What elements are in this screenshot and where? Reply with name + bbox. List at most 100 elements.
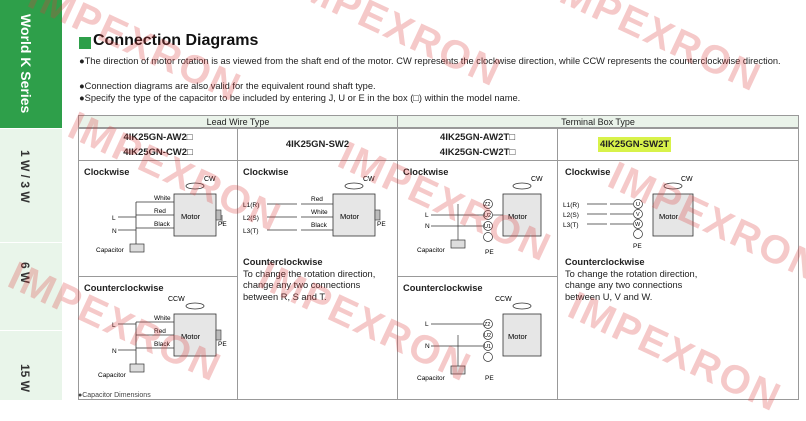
- pe-label: PE: [485, 249, 494, 256]
- wire-black-label: Black: [311, 222, 328, 229]
- divider: [397, 276, 558, 277]
- terminal-w: W: [635, 222, 641, 228]
- note-text: To change the rotation direction, change…: [243, 268, 376, 302]
- motor-label: Motor: [181, 212, 201, 221]
- model-name-highlighted: 4IK25GN-SW2T: [598, 137, 672, 152]
- note-text: To change the rotation direction, change…: [565, 268, 698, 302]
- pe-label: PE: [485, 375, 494, 382]
- terminal-N: N: [112, 228, 117, 235]
- terminal-L3: L3(T): [243, 228, 259, 235]
- diagram-aw2-ccw: CCW Motor White Red Black L N Capacitor …: [98, 296, 227, 379]
- motor-label: Motor: [508, 332, 528, 341]
- note-sw2t: Counterclockwise To change the rotation …: [565, 257, 715, 303]
- side-divider: [0, 128, 62, 129]
- motor-label: Motor: [340, 212, 360, 221]
- wire-black-label: Black: [154, 221, 171, 228]
- cw-mark: CW: [531, 176, 543, 183]
- bullet-3: ●Specify the type of the capacitor to be…: [79, 93, 521, 103]
- bullet-text: Specify the type of the capacitor to be …: [84, 93, 521, 103]
- terminal-L: L: [112, 215, 116, 222]
- bullet-2: ●Connection diagrams are also valid for …: [79, 81, 376, 91]
- terminal-L1: L1(R): [243, 202, 259, 209]
- motor-label: Motor: [181, 332, 201, 341]
- model-name: 4IK25GN-CW2□: [123, 146, 193, 158]
- series-tab[interactable]: World K Series: [0, 0, 62, 128]
- title-marker: [79, 37, 91, 49]
- diagram-aw2t-cw: CW Motor Z2 U2 U1 L N Capacitor PE: [417, 176, 543, 256]
- diagram-sw2: CW Motor L1(R) L2(S) L3(T) Red White Bla…: [243, 176, 386, 237]
- terminal-L: L: [112, 322, 116, 329]
- label-clockwise: Clockwise: [84, 167, 130, 177]
- terminal-u1: U1: [484, 344, 491, 350]
- model-header-sw2t: 4IK25GN-SW2T: [557, 128, 799, 161]
- diagram-sw2t: CW Motor L1(R) L2(S) L3(T) U V W PE: [563, 176, 694, 250]
- terminal-L: L: [425, 212, 429, 219]
- group-terminal-box: Terminal Box Type: [397, 115, 799, 128]
- side-divider: [0, 330, 62, 331]
- capacitor-label: Capacitor: [98, 372, 127, 379]
- tab-1w-3w[interactable]: 1 W / 3 W: [18, 150, 32, 203]
- terminal-L1: L1(R): [563, 202, 579, 209]
- terminal-u: U: [636, 202, 640, 208]
- terminal-L: L: [425, 321, 429, 328]
- terminal-z2: Z2: [484, 202, 490, 208]
- pe-label: PE: [633, 243, 642, 250]
- label-clockwise: Clockwise: [565, 167, 611, 177]
- note-title: Counterclockwise: [565, 257, 645, 267]
- wire-white-label: White: [311, 209, 328, 216]
- bullet-text: The direction of motor rotation is as vi…: [84, 56, 781, 66]
- terminal-N: N: [425, 343, 430, 350]
- cw-mark: CW: [204, 176, 216, 183]
- wire-white-label: White: [154, 195, 171, 202]
- terminal-N: N: [425, 223, 430, 230]
- label-counterclockwise: Counterclockwise: [84, 283, 164, 293]
- terminal-v: V: [636, 212, 640, 218]
- cw-mark: CW: [363, 176, 375, 183]
- ccw-mark: CCW: [495, 296, 512, 303]
- terminal-u2: U2: [484, 333, 491, 339]
- note-title: Counterclockwise: [243, 257, 323, 267]
- terminal-u1: U1: [484, 224, 491, 230]
- wire-red-label: Red: [154, 208, 166, 215]
- terminal-L3: L3(T): [563, 222, 579, 229]
- page-title: Connection Diagrams: [93, 32, 259, 49]
- terminal-L2: L2(S): [563, 212, 579, 219]
- pe-label: PE: [218, 221, 227, 228]
- tab-6w[interactable]: 6 W: [18, 262, 32, 284]
- terminal-L2: L2(S): [243, 215, 259, 222]
- tab-15w[interactable]: 15 W: [18, 364, 32, 393]
- group-lead-wire: Lead Wire Type: [78, 115, 398, 128]
- wire-red-label: Red: [311, 196, 323, 203]
- side-divider: [0, 242, 62, 243]
- label-clockwise: Clockwise: [243, 167, 289, 177]
- divider: [78, 276, 238, 277]
- pe-label: PE: [218, 341, 227, 348]
- cw-mark: CW: [681, 176, 693, 183]
- motor-label: Motor: [508, 212, 528, 221]
- label-clockwise: Clockwise: [403, 167, 449, 177]
- motor-label: Motor: [659, 212, 679, 221]
- terminal-u2: U2: [484, 213, 491, 219]
- note-sw2: Counterclockwise To change the rotation …: [243, 257, 393, 303]
- label-counterclockwise: Counterclockwise: [403, 283, 483, 293]
- model-name: 4IK25GN-CW2T□: [439, 146, 516, 158]
- wire-black-label: Black: [154, 341, 171, 348]
- terminal-N: N: [112, 348, 117, 355]
- diagram-aw2-cw: CW Motor White Red Black L N Capacitor P…: [96, 176, 227, 254]
- capacitor-label: Capacitor: [96, 247, 125, 254]
- model-name: 4IK25GN-AW2□: [123, 131, 193, 143]
- wire-red-label: Red: [154, 328, 166, 335]
- model-header-aw2t: 4IK25GN-AW2T□ 4IK25GN-CW2T□: [397, 128, 558, 161]
- bullet-text: Connection diagrams are also valid for t…: [84, 81, 376, 91]
- capacitor-label: Capacitor: [417, 375, 446, 382]
- pe-label: PE: [377, 221, 386, 228]
- diagram-aw2t-ccw: CCW Motor Z2 U2 U1 L N Capacitor PE: [417, 296, 542, 382]
- capacitor-label: Capacitor: [417, 247, 446, 254]
- bullet-1: ●The direction of motor rotation is as v…: [79, 56, 781, 66]
- terminal-z2: Z2: [484, 322, 490, 328]
- footer-text: ●Capacitor Dimensions: [78, 392, 151, 399]
- wire-white-label: White: [154, 315, 171, 322]
- ccw-mark: CCW: [168, 296, 185, 303]
- series-label: World K Series: [18, 14, 34, 114]
- model-name: 4IK25GN-AW2T□: [440, 131, 515, 143]
